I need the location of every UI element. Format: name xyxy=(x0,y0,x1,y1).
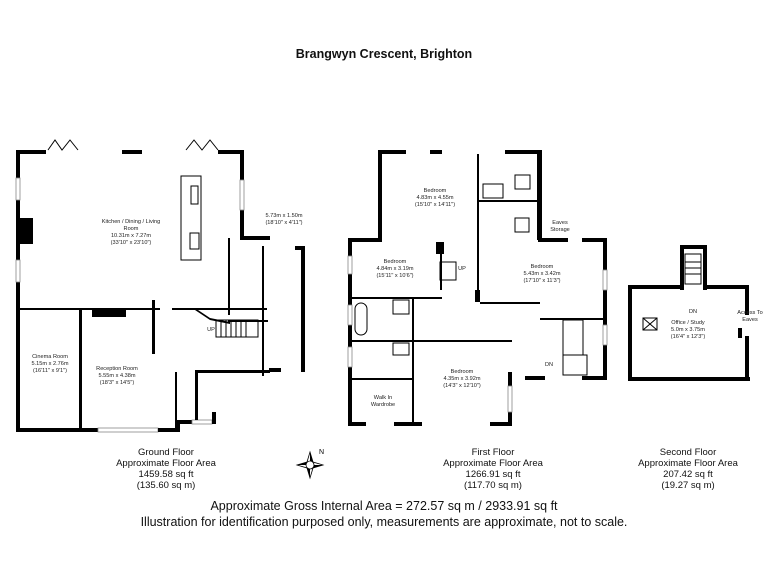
room-name: Office / Study xyxy=(671,320,705,326)
eaves-storage-label: Storage xyxy=(550,227,570,233)
stair-label: UP xyxy=(207,327,215,333)
ground-floor-stairs xyxy=(215,319,259,338)
room-dimensions-imperial: (33'10" x 23'10") xyxy=(111,240,152,246)
room-dimensions: 5.15m x 2.76m xyxy=(32,361,69,367)
room-dimensions-imperial: (15'10" x 14'11") xyxy=(415,202,455,208)
room-name: Room xyxy=(124,226,139,232)
room-dimensions: 5.55m x 4.38m xyxy=(99,373,136,379)
second-floor-caption: Second Floor Approximate Floor Area 207.… xyxy=(608,447,768,491)
room-dimensions-imperial: (14'3" x 12'10") xyxy=(443,383,481,389)
floor-area-sqm: (135.60 sq m) xyxy=(136,480,196,491)
floor-area-sqm: (117.70 sq m) xyxy=(464,480,522,491)
first-floor-caption: First Floor Approximate Floor Area 1266.… xyxy=(413,447,573,491)
floor-area-sqm: (19.27 sq m) xyxy=(661,480,715,491)
compass-icon: N xyxy=(295,449,325,480)
eaves-storage-label: Eaves xyxy=(552,220,568,226)
room-dimensions: 10.31m x 7.27m xyxy=(111,233,151,239)
room-name: Kitchen / Dining / Living xyxy=(102,219,160,225)
room-dimensions-imperial: (18'3" x 14'5") xyxy=(100,380,135,386)
room-dimensions: 4.83m x 4.55m xyxy=(417,195,454,201)
floor-area-sqft: 1459.58 sq ft xyxy=(138,469,194,480)
second-floor-plan: DN Office / Study 5.0m x 3.75m (16'4" x … xyxy=(628,245,763,381)
room-dimensions: 4.35m x 3.92m xyxy=(444,376,481,382)
room-dimensions: 5.73m x 1.50m xyxy=(266,213,303,219)
room-dimensions-imperial: (17'10" x 11'3") xyxy=(523,278,560,284)
room-dimensions-imperial: (18'10" x 4'11") xyxy=(265,220,302,226)
ground-floor-plan: Kitchen / Dining / Living Room 10.31m x … xyxy=(15,139,305,433)
compass-north-label: N xyxy=(319,449,324,456)
room-name: Bedroom xyxy=(384,259,407,265)
ground-floor-caption: Ground Floor Approximate Floor Area 1459… xyxy=(86,447,246,491)
walk-in-wardrobe-label: Walk In xyxy=(374,395,392,401)
floor-area-sqft: 1266.91 sq ft xyxy=(465,469,521,480)
floor-area-sqft: 207.42 sq ft xyxy=(663,469,713,480)
room-dimensions-imperial: (15'11" x 10'6") xyxy=(376,273,413,279)
stair-down-label: DN xyxy=(545,362,553,368)
room-name: Bedroom xyxy=(424,188,447,194)
room-dimensions: 5.43m x 3.42m xyxy=(524,271,561,277)
floor-area-label: Approximate Floor Area xyxy=(443,458,543,469)
floor-name: Ground Floor xyxy=(138,447,194,458)
room-dimensions-imperial: (16'11" x 9'1") xyxy=(33,368,67,374)
room-dimensions-imperial: (16'4" x 12'3") xyxy=(671,334,706,340)
disclaimer: Illustration for identification purposed… xyxy=(140,515,628,529)
stair-down-label: DN xyxy=(689,309,697,315)
room-name: Bedroom xyxy=(451,369,474,375)
access-to-eaves-label: Access To xyxy=(737,310,762,316)
room-dimensions: 5.0m x 3.75m xyxy=(671,327,705,333)
property-title: Brangwyn Crescent, Brighton xyxy=(295,47,473,61)
access-to-eaves-label: Eaves xyxy=(742,317,758,323)
gross-internal-area: Approximate Gross Internal Area = 272.57… xyxy=(210,499,558,513)
stair-up-label: UP xyxy=(458,266,466,272)
floor-area-label: Approximate Floor Area xyxy=(116,458,216,469)
floor-name: Second Floor xyxy=(659,447,717,458)
area-summary: Approximate Gross Internal Area = 272.57… xyxy=(0,498,768,530)
floor-name: First Floor xyxy=(471,447,515,458)
room-name: Reception Room xyxy=(96,366,138,372)
first-floor-plan: Bedroom 4.83m x 4.55m (15'10" x 14'11") … xyxy=(347,150,608,426)
floor-area-label: Approximate Floor Area xyxy=(638,458,738,469)
room-dimensions: 4.84m x 3.19m xyxy=(377,266,414,272)
walk-in-wardrobe-label: Wardrobe xyxy=(371,402,395,408)
room-name: Bedroom xyxy=(531,264,554,270)
room-name: Cinema Room xyxy=(32,354,68,360)
